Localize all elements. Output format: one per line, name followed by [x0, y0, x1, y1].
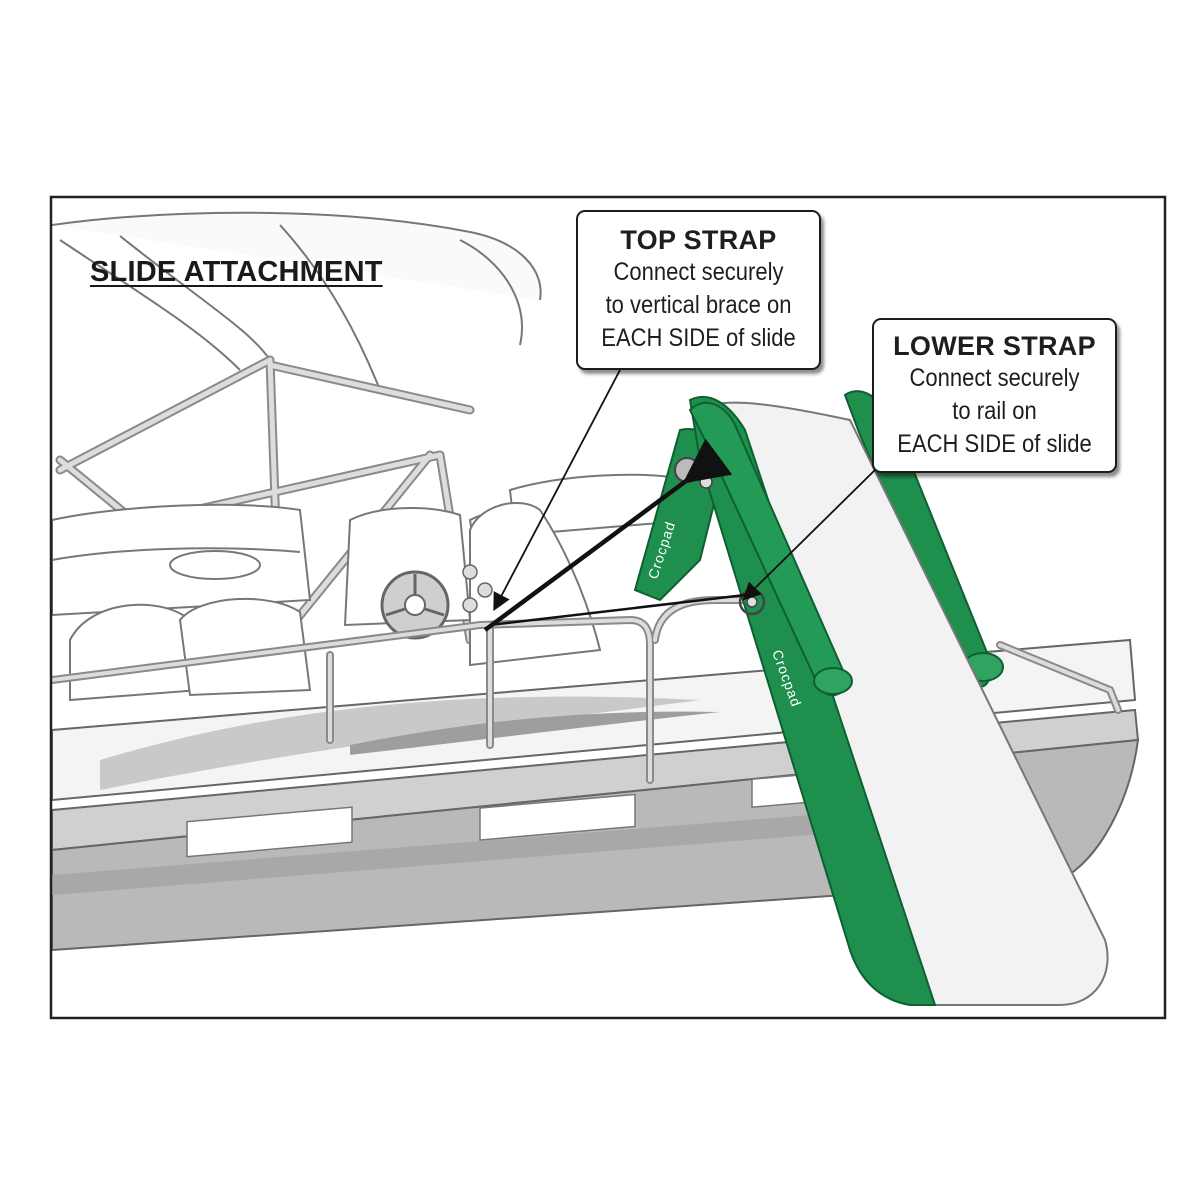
lower-strap-attachment-line [489, 593, 746, 627]
lower-strap-pointer [742, 469, 876, 601]
lower-strap-line-3: EACH SIDE of slide [897, 430, 1092, 458]
top-strap-heading: TOP STRAP [620, 225, 777, 255]
lower-strap-heading: LOWER STRAP [893, 331, 1096, 361]
lower-strap-line-2: to rail on [952, 397, 1037, 425]
callout-pointer-lines [483, 369, 876, 632]
top-strap-line-3: EACH SIDE of slide [601, 324, 796, 352]
top-strap-pointer [493, 369, 621, 612]
lower-strap-line-1: Connect securely [909, 364, 1080, 392]
bimini-canopy [52, 211, 542, 391]
top-strap-line-2: to vertical brace on [605, 291, 792, 319]
diagram-title: SLIDE ATTACHMENT [90, 256, 383, 288]
top-strap-line-1: Connect securely [613, 258, 784, 286]
diagram-frame [49, 195, 1167, 1020]
lower-strap-callout: LOWER STRAP Connect securely to rail on … [872, 318, 1117, 473]
top-strap-callout: TOP STRAP Connect securely to vertical b… [576, 210, 821, 370]
boat-railing [52, 596, 1122, 784]
top-strap-attachment-line [483, 438, 733, 632]
